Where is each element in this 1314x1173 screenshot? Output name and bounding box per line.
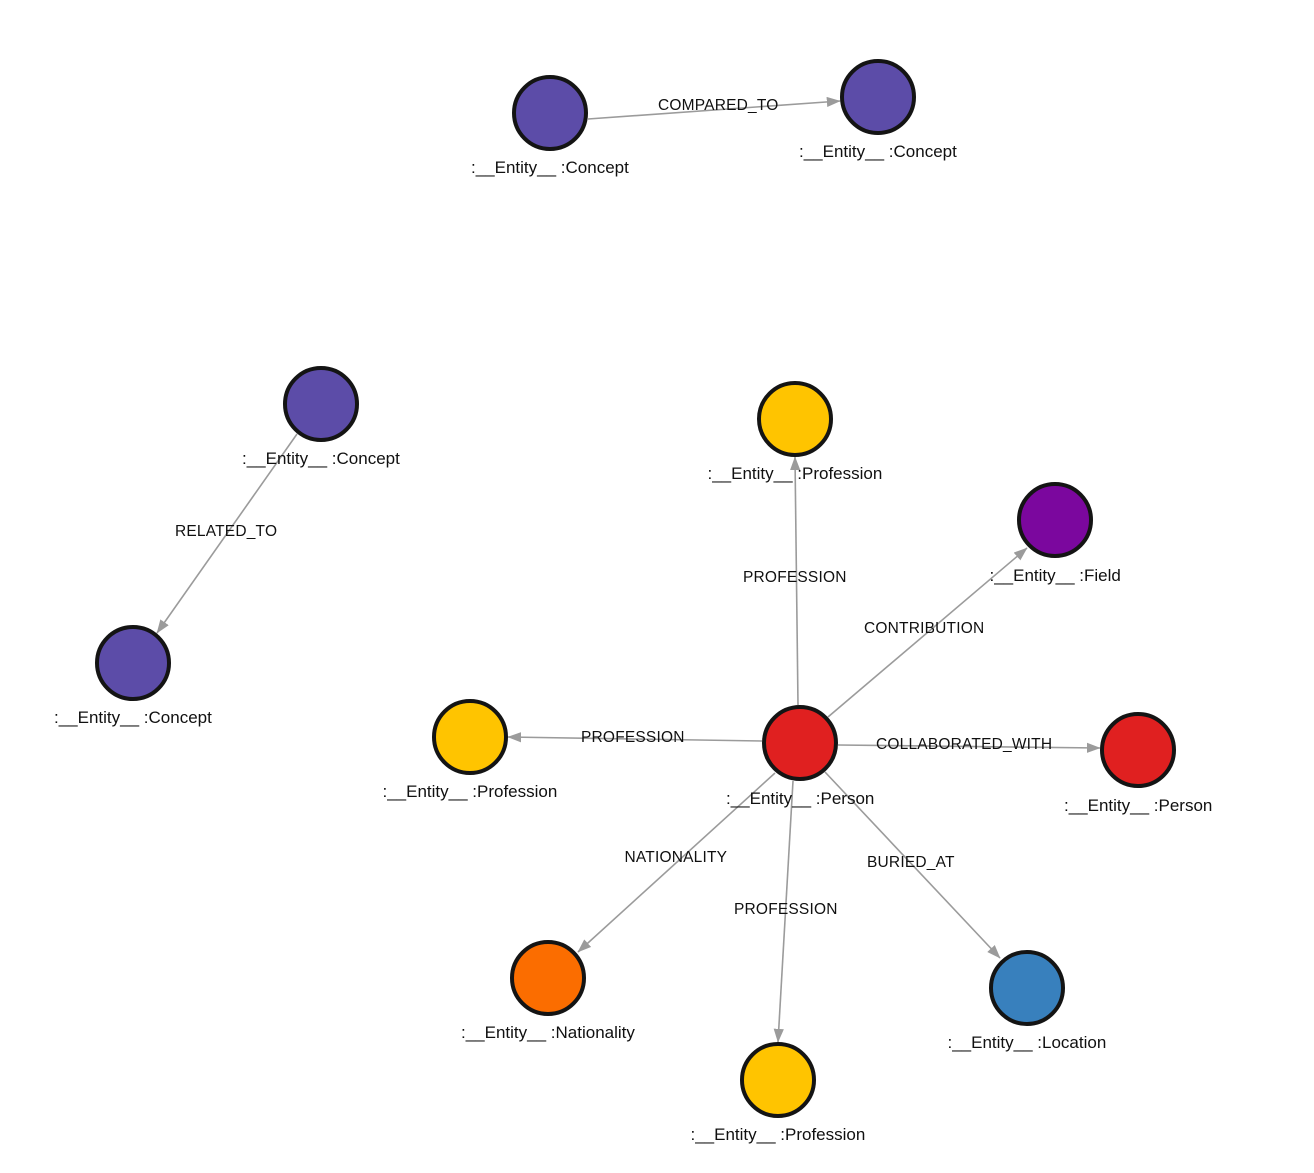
graph-node-profession[interactable] (757, 381, 833, 457)
edge-caption: PROFESSION (743, 569, 847, 586)
node-caption: :__Entity__ :Profession (707, 464, 883, 483)
edge-caption: BURIED_AT (867, 854, 955, 871)
node-caption: :__Entity__ :Concept (54, 708, 212, 727)
graph-node-concept[interactable] (95, 625, 171, 701)
graph-node-profession[interactable] (740, 1042, 816, 1118)
graph-node-concept[interactable] (512, 75, 588, 151)
node-caption: :__Entity__ :Nationality (461, 1023, 635, 1042)
edge-caption: PROFESSION (734, 901, 838, 918)
node-caption: :__Entity__ :Profession (690, 1125, 866, 1144)
edge-lines (156, 96, 1101, 1043)
graph-edge[interactable] (773, 780, 794, 1043)
graph-edge[interactable] (156, 433, 298, 634)
node-caption: :__Entity__ :Profession (382, 782, 558, 801)
edge-caption: COMPARED_TO (658, 97, 779, 114)
graph-edge[interactable] (837, 742, 1101, 753)
node-caption: :__Entity__ :Concept (471, 158, 629, 177)
edge-caption: CONTRIBUTION (864, 620, 985, 637)
node-caption: :__Entity__ :Field (989, 566, 1121, 585)
edge-caption: PROFESSION (581, 729, 685, 746)
graph-node-profession[interactable] (432, 699, 508, 775)
graph-node-field[interactable] (1017, 482, 1093, 558)
graph-node-nationality[interactable] (510, 940, 586, 1016)
edge-caption: NATIONALITY (624, 849, 728, 866)
graph-edge[interactable] (827, 547, 1028, 718)
graph-node-person[interactable] (1100, 712, 1176, 788)
node-caption: :__Entity__ :Concept (799, 142, 957, 161)
graph-edge[interactable] (507, 732, 763, 743)
graph-edge[interactable] (790, 456, 801, 706)
node-caption: :__Entity__ :Location (947, 1033, 1107, 1052)
edge-caption: COLLABORATED_WITH (876, 736, 1053, 753)
graph-node-concept[interactable] (840, 59, 916, 135)
graph-node-concept[interactable] (283, 366, 359, 442)
graph-edge[interactable] (824, 771, 1001, 959)
edge-caption: RELATED_TO (175, 523, 278, 540)
node-caption: :__Entity__ :Person (726, 789, 875, 808)
graph-node-location[interactable] (989, 950, 1065, 1026)
graph-node-person[interactable] (762, 705, 838, 781)
graph-edge[interactable] (587, 96, 841, 120)
graph-edge[interactable] (577, 772, 776, 953)
node-caption: :__Entity__ :Person (1064, 796, 1213, 815)
node-caption: :__Entity__ :Concept (242, 449, 400, 468)
